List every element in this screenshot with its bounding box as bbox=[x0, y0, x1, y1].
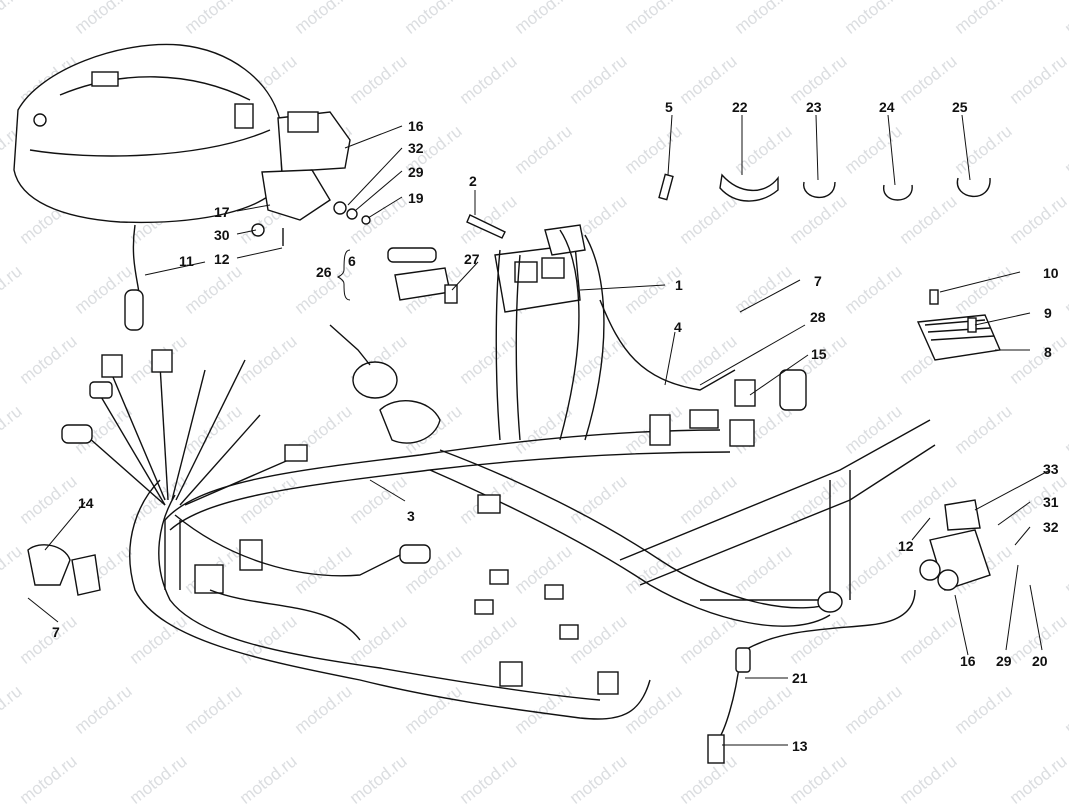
callout-33: 33 bbox=[1043, 461, 1059, 477]
screw-2 bbox=[466, 214, 506, 239]
frame bbox=[619, 419, 936, 613]
callout-8: 8 bbox=[1044, 344, 1052, 360]
callout-32b: 32 bbox=[1043, 519, 1059, 535]
callout-29: 29 bbox=[408, 164, 424, 180]
fasteners-29-30-32 bbox=[251, 201, 371, 246]
callout-19: 19 bbox=[408, 190, 424, 206]
callout-27: 27 bbox=[464, 251, 480, 267]
callout-16b: 16 bbox=[960, 653, 976, 669]
callout-24: 24 bbox=[879, 99, 895, 115]
clip-22 bbox=[719, 173, 779, 202]
cable-11-terminal bbox=[124, 289, 144, 331]
callout-30: 30 bbox=[214, 227, 230, 243]
callout-7b: 7 bbox=[52, 624, 60, 640]
callout-labels: 1 2 3 4 5 6 7 7 8 9 10 11 12 12 13 14 15… bbox=[52, 99, 1059, 754]
callout-5: 5 bbox=[665, 99, 673, 115]
main-harness-3 bbox=[129, 229, 841, 720]
callout-16: 16 bbox=[408, 118, 424, 134]
callout-12b: 12 bbox=[898, 538, 914, 554]
callout-6: 6 bbox=[348, 253, 356, 269]
clip-24 bbox=[883, 184, 913, 201]
callout-12: 12 bbox=[214, 251, 230, 267]
connectors-center bbox=[174, 369, 807, 695]
coil-16 bbox=[919, 499, 991, 591]
battery-box bbox=[13, 43, 283, 224]
callout-26: 26 bbox=[316, 264, 332, 280]
callout-21: 21 bbox=[792, 670, 808, 686]
fuse-holder-26 bbox=[394, 267, 451, 301]
callout-17: 17 bbox=[214, 204, 230, 220]
fuse-box-1 bbox=[494, 224, 586, 313]
callout-2: 2 bbox=[469, 173, 477, 189]
switch-14 bbox=[27, 544, 101, 596]
callout-3: 3 bbox=[407, 508, 415, 524]
fuse-27 bbox=[444, 284, 458, 304]
leader-lines bbox=[27, 114, 1051, 746]
clip-23 bbox=[803, 181, 836, 199]
bracket-17 bbox=[261, 169, 331, 221]
brace-26 bbox=[336, 249, 351, 301]
clip-5 bbox=[658, 173, 674, 201]
harness-branches bbox=[61, 349, 308, 506]
callout-20: 20 bbox=[1032, 653, 1048, 669]
relay-16 bbox=[277, 111, 351, 173]
callout-11: 11 bbox=[179, 253, 194, 269]
callout-7: 7 bbox=[814, 273, 822, 289]
fuse-cover-6 bbox=[387, 247, 437, 263]
callout-4: 4 bbox=[674, 319, 682, 335]
callout-31: 31 bbox=[1043, 494, 1059, 510]
horn bbox=[329, 324, 441, 444]
callout-1: 1 bbox=[675, 277, 683, 293]
callout-15: 15 bbox=[811, 346, 827, 362]
callout-9: 9 bbox=[1044, 305, 1052, 321]
sensor-13 bbox=[707, 589, 916, 764]
clip-25 bbox=[956, 177, 991, 198]
callout-29b: 29 bbox=[996, 653, 1012, 669]
callout-32: 32 bbox=[408, 140, 424, 156]
callout-13: 13 bbox=[792, 738, 808, 754]
callout-10: 10 bbox=[1043, 265, 1059, 281]
callout-28: 28 bbox=[810, 309, 826, 325]
callout-25: 25 bbox=[952, 99, 968, 115]
callout-22: 22 bbox=[732, 99, 748, 115]
callout-14: 14 bbox=[78, 495, 94, 511]
regulator-8 bbox=[916, 289, 1001, 361]
callout-23: 23 bbox=[806, 99, 822, 115]
